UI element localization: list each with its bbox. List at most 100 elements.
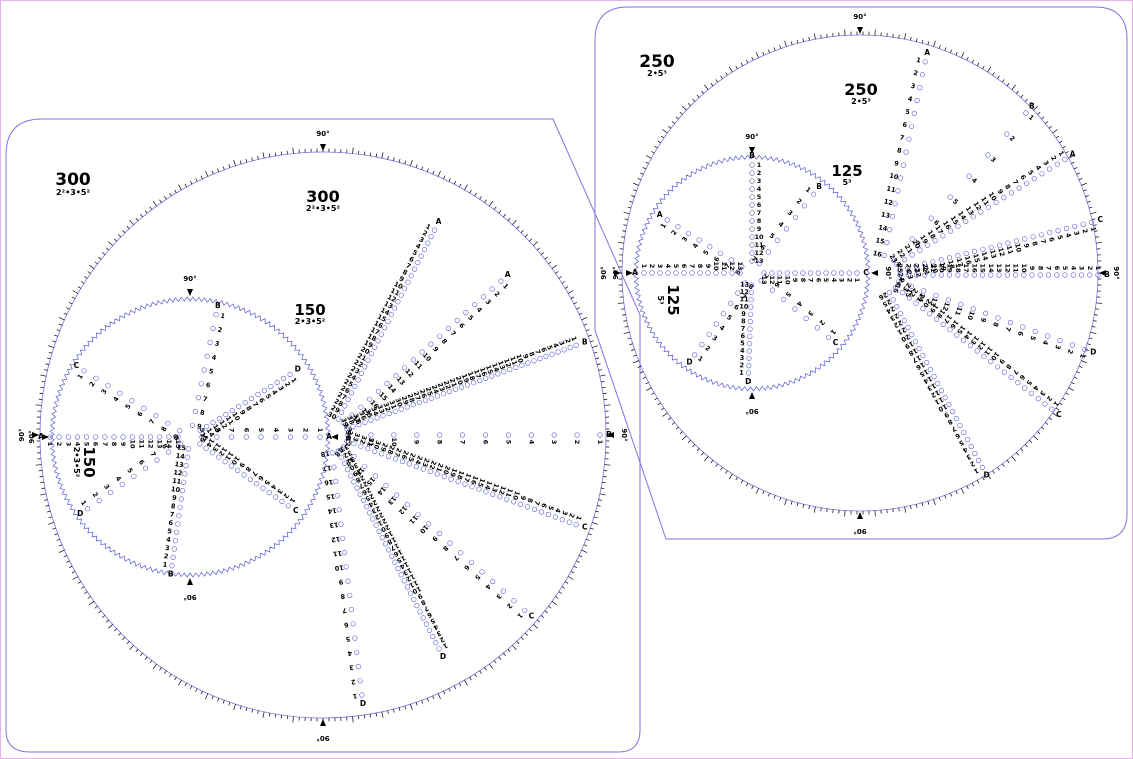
spoke-hole [801, 203, 808, 209]
ring-tick [597, 363, 601, 365]
degree-label: 90° [745, 407, 758, 415]
spoke-number: 10 [1013, 242, 1023, 253]
ring-tick [1016, 452, 1019, 456]
spoke-number: 30 [372, 439, 383, 451]
spoke-hole [792, 270, 798, 276]
spoke-hole [916, 346, 922, 352]
spoke-hole [525, 360, 531, 366]
spoke-hole [900, 162, 907, 168]
spoke-hole [748, 304, 754, 310]
spoke-letter: D [686, 357, 692, 366]
ring-tick [222, 700, 225, 704]
spoke-hole [141, 405, 147, 411]
ring-tick [631, 349, 635, 351]
spoke-hole [803, 315, 809, 322]
ring-tick [1006, 82, 1010, 87]
spoke-number: 15 [875, 236, 886, 246]
spoke-number: 13 [174, 460, 184, 469]
spoke-hole [392, 305, 398, 311]
ring-tick [40, 386, 45, 389]
ring-tick [720, 467, 723, 471]
ring-tick [1095, 308, 1099, 310]
spoke-number: 7 [459, 440, 467, 445]
ring-tick [1093, 320, 1097, 322]
spoke-number: 10 [421, 351, 433, 363]
ring-tick [474, 673, 477, 678]
spoke-number: 26 [399, 449, 410, 461]
ring-tick [704, 456, 709, 462]
spoke-number: 10 [754, 233, 764, 241]
ring-tick [540, 615, 544, 618]
spoke-number: 4 [475, 306, 484, 315]
spoke-number: 19 [918, 233, 930, 245]
spoke-hole [258, 434, 264, 440]
spoke-hole [749, 250, 755, 256]
spoke-hole [749, 194, 755, 200]
spoke-hole [446, 388, 453, 395]
spoke-hole [1022, 236, 1028, 242]
spoke-number: 6 [136, 410, 145, 418]
spoke-hole [335, 416, 341, 422]
ring-tick [393, 157, 395, 161]
ring-tick [600, 380, 605, 383]
ring-tick [588, 533, 592, 536]
spoke-number: 32 [342, 448, 354, 459]
ring-tick [63, 312, 68, 315]
spoke-hole [142, 465, 149, 471]
spoke-number: 15 [918, 367, 930, 379]
spoke-hole [889, 214, 896, 220]
ring-tick [503, 214, 506, 218]
spoke-number: 1 [804, 185, 813, 194]
spoke-number: 27 [412, 390, 423, 401]
ring-tick [597, 505, 601, 507]
spoke-number: 7 [807, 278, 815, 283]
ring-tick [668, 125, 672, 129]
ring-tick [404, 160, 407, 165]
ring-tick [537, 619, 541, 623]
ring-tick [755, 52, 759, 58]
spoke-number: 2 [969, 459, 977, 468]
spoke-hole [1039, 171, 1045, 177]
spoke-number: 13 [395, 375, 407, 387]
spoke-hole [895, 188, 901, 194]
spoke-number: 8 [244, 404, 253, 412]
spoke-number: 23 [436, 381, 447, 392]
spoke-hole [368, 432, 374, 438]
ring-tick [45, 505, 49, 507]
degree-label: 90° [183, 275, 196, 283]
ring-tick [443, 175, 446, 180]
ring-tick [1062, 145, 1066, 149]
spoke-hole [814, 325, 821, 331]
spoke-number: 11 [137, 439, 145, 449]
spoke-number: 5 [904, 108, 911, 117]
spoke-hole [545, 511, 552, 518]
spoke-number: 16 [392, 547, 404, 558]
spoke-hole [338, 409, 345, 416]
ring-tick [624, 218, 629, 220]
spoke-hole [1063, 225, 1070, 232]
spoke-number: 2 [795, 197, 803, 206]
spoke-letter: A [505, 270, 511, 279]
spoke-hole [906, 136, 912, 142]
spoke-hole [131, 473, 137, 479]
spoke-number: 6 [539, 346, 548, 353]
ring-tick [540, 252, 544, 255]
spoke-hole [345, 396, 351, 403]
spoke-hole [897, 272, 903, 278]
ring-tick [1081, 360, 1087, 364]
ring-tick [784, 40, 787, 47]
spoke-number: 1 [1094, 266, 1102, 271]
spoke-hole [469, 484, 475, 490]
spoke-number: 7 [1011, 368, 1020, 376]
spoke-number: 10 [987, 191, 999, 203]
spoke-number: 8 [110, 442, 118, 447]
ring-tick [41, 487, 46, 490]
spoke-hole [389, 553, 395, 559]
spoke-hole [177, 441, 183, 447]
spoke-number: 1 [162, 561, 168, 570]
ring-tick [1011, 456, 1016, 462]
spoke-hole [946, 401, 952, 408]
spoke-hole [179, 488, 186, 494]
ring-tick [779, 497, 782, 501]
spoke-hole [932, 238, 938, 244]
